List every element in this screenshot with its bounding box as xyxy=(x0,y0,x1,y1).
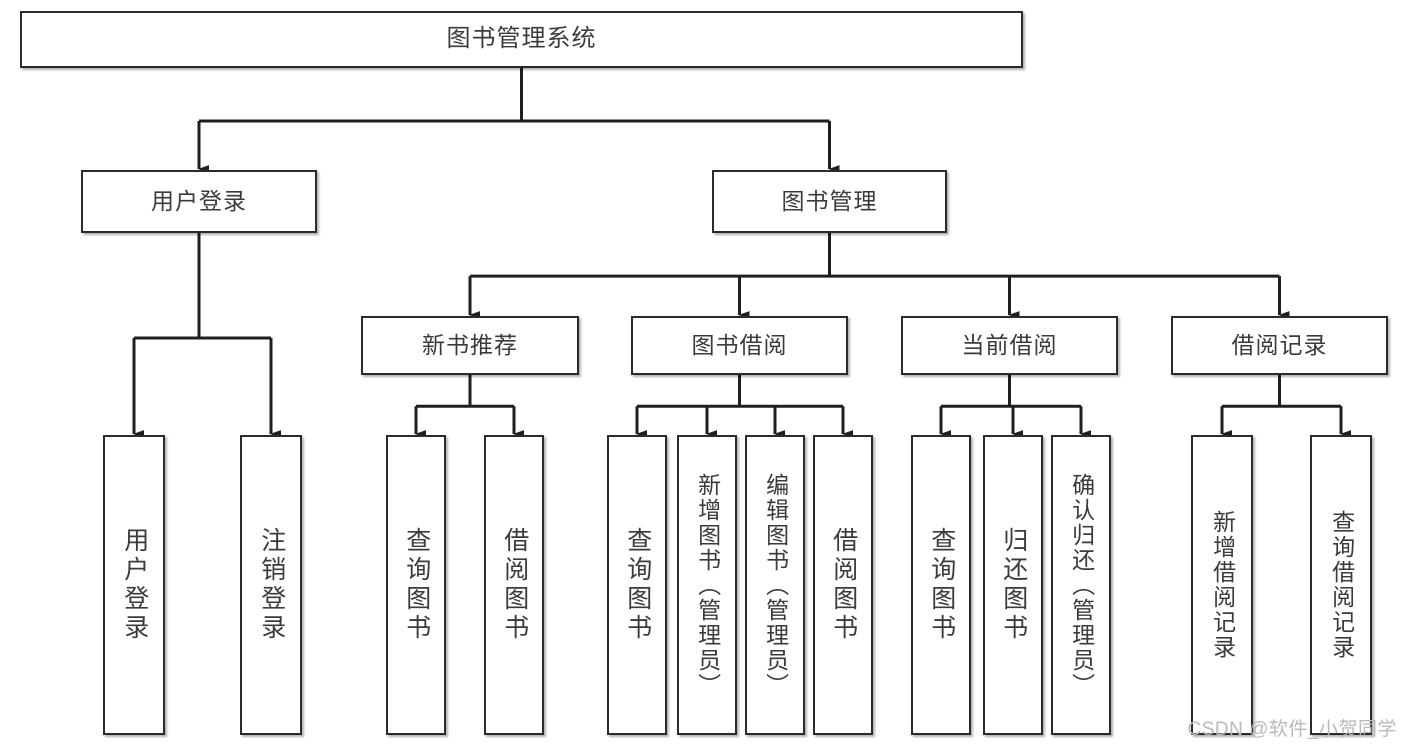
node-label: 查询图书 xyxy=(402,527,431,643)
node-borrow[interactable]: 图书借阅 xyxy=(631,316,848,375)
node-label: 编辑图书（管理员） xyxy=(762,472,789,698)
node-c_confirm[interactable]: 确认归还（管理员） xyxy=(1051,435,1111,735)
node-label: 查询图书 xyxy=(927,527,956,643)
node-bookmgmt[interactable]: 图书管理 xyxy=(712,170,947,233)
node-label: 新增图书（管理员） xyxy=(694,472,721,698)
watermark-text: CSDN @软件_小贺同学 xyxy=(1187,719,1397,740)
node-b_edit[interactable]: 编辑图书（管理员） xyxy=(745,435,805,735)
node-label: 新书推荐 xyxy=(422,331,518,358)
node-label: 归还图书 xyxy=(999,527,1028,643)
node-n_borrow[interactable]: 借阅图书 xyxy=(484,435,544,735)
node-label: 注销登录 xyxy=(257,527,286,643)
node-r_query[interactable]: 查询借阅记录 xyxy=(1310,435,1372,735)
node-current[interactable]: 当前借阅 xyxy=(901,316,1118,375)
node-l_logout[interactable]: 注销登录 xyxy=(240,435,302,735)
node-label: 借阅记录 xyxy=(1231,331,1328,358)
node-label: 查询借阅记录 xyxy=(1328,510,1355,660)
node-label: 图书借阅 xyxy=(691,331,788,358)
node-login[interactable]: 用户登录 xyxy=(81,170,317,233)
node-b_add[interactable]: 新增图书（管理员） xyxy=(677,435,737,735)
node-records[interactable]: 借阅记录 xyxy=(1171,316,1388,375)
node-label: 图书管理 xyxy=(781,187,878,214)
node-r_add[interactable]: 新增借阅记录 xyxy=(1191,435,1253,735)
node-c_return[interactable]: 归还图书 xyxy=(983,435,1043,735)
node-root[interactable]: 图书管理系统 xyxy=(20,11,1023,68)
node-label: 用户登录 xyxy=(120,527,149,643)
node-b_borrow[interactable]: 借阅图书 xyxy=(813,435,873,735)
node-label: 新增借阅记录 xyxy=(1209,510,1236,660)
node-label: 当前借阅 xyxy=(961,331,1058,358)
node-label: 查询图书 xyxy=(623,527,652,643)
node-label: 确认归还（管理员） xyxy=(1068,472,1095,698)
node-label: 图书管理系统 xyxy=(446,25,597,53)
node-l_login[interactable]: 用户登录 xyxy=(103,435,165,735)
node-label: 借阅图书 xyxy=(829,527,858,643)
node-newbook[interactable]: 新书推荐 xyxy=(361,316,579,375)
node-label: 借阅图书 xyxy=(500,527,529,643)
node-b_query[interactable]: 查询图书 xyxy=(607,435,667,735)
node-n_query[interactable]: 查询图书 xyxy=(386,435,446,735)
node-c_query[interactable]: 查询图书 xyxy=(911,435,971,735)
node-label: 用户登录 xyxy=(151,187,247,214)
